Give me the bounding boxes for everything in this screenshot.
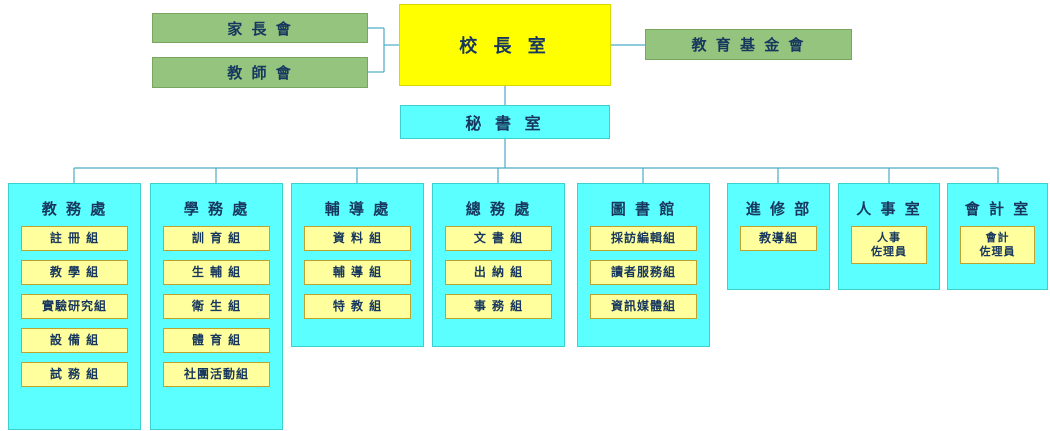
unit-box: 特 教 組 [304, 294, 411, 319]
unit-list: 教導組 [728, 226, 829, 251]
unit-box: 教 學 組 [21, 260, 128, 285]
department-box-personnel: 人 事 室 人事 佐理員 [838, 183, 940, 290]
department-box-library: 圖 書 館 採訪編輯組讀者服務組資訊媒體組 [577, 183, 710, 347]
department-name: 會 計 室 [964, 199, 1031, 218]
unit-list: 採訪編輯組讀者服務組資訊媒體組 [578, 226, 709, 319]
department-name: 總 務 處 [465, 199, 532, 218]
unit-box: 人事 佐理員 [851, 226, 927, 264]
unit-box: 社團活動組 [163, 362, 270, 387]
department-box-counseling: 輔 導 處 資 料 組輔 導 組特 教 組 [291, 183, 424, 347]
unit-box: 讀者服務組 [590, 260, 697, 285]
unit-box: 設 備 組 [21, 328, 128, 353]
education-foundation-box: 教 育 基 金 會 [645, 29, 852, 60]
unit-box: 體 育 組 [163, 328, 270, 353]
unit-list: 資 料 組輔 導 組特 教 組 [292, 226, 423, 319]
department-box-general-affairs: 總 務 處 文 書 組出 納 組事 務 組 [432, 183, 565, 347]
secretary-office-box: 秘 書 室 [400, 105, 610, 139]
unit-box: 衛 生 組 [163, 294, 270, 319]
unit-box: 文 書 組 [445, 226, 552, 251]
department-name: 輔 導 處 [324, 199, 391, 218]
unit-box: 事 務 組 [445, 294, 552, 319]
unit-box: 實驗研究組 [21, 294, 128, 319]
unit-box: 資 料 組 [304, 226, 411, 251]
department-box-academic-affairs: 教 務 處 註 冊 組教 學 組實驗研究組設 備 組試 務 組 [8, 183, 141, 430]
unit-list: 訓 育 組生 輔 組衛 生 組體 育 組社團活動組 [151, 226, 282, 387]
parents-association-box: 家 長 會 [152, 13, 368, 43]
unit-list: 文 書 組出 納 組事 務 組 [433, 226, 564, 319]
unit-box: 生 輔 組 [163, 260, 270, 285]
department-box-continuing-education: 進 修 部 教導組 [727, 183, 830, 290]
department-name: 學 務 處 [183, 199, 250, 218]
principal-office-box: 校 長 室 [399, 4, 611, 86]
unit-box: 會計 佐理員 [960, 226, 1035, 264]
unit-box: 訓 育 組 [163, 226, 270, 251]
unit-list: 人事 佐理員 [839, 226, 939, 264]
unit-box: 註 冊 組 [21, 226, 128, 251]
unit-box: 出 納 組 [445, 260, 552, 285]
unit-box: 教導組 [740, 226, 817, 251]
unit-box: 資訊媒體組 [590, 294, 697, 319]
unit-list: 會計 佐理員 [948, 226, 1047, 264]
department-name: 人 事 室 [856, 199, 922, 218]
department-box-accounting: 會 計 室 會計 佐理員 [947, 183, 1048, 290]
unit-list: 註 冊 組教 學 組實驗研究組設 備 組試 務 組 [9, 226, 140, 387]
department-box-student-affairs: 學 務 處 訓 育 組生 輔 組衛 生 組體 育 組社團活動組 [150, 183, 283, 430]
unit-box: 試 務 組 [21, 362, 128, 387]
unit-box: 採訪編輯組 [590, 226, 697, 251]
department-name: 圖 書 館 [610, 199, 677, 218]
department-name: 教 務 處 [41, 199, 108, 218]
teachers-association-box: 教 師 會 [152, 57, 368, 88]
department-name: 進 修 部 [745, 199, 812, 218]
unit-box: 輔 導 組 [304, 260, 411, 285]
